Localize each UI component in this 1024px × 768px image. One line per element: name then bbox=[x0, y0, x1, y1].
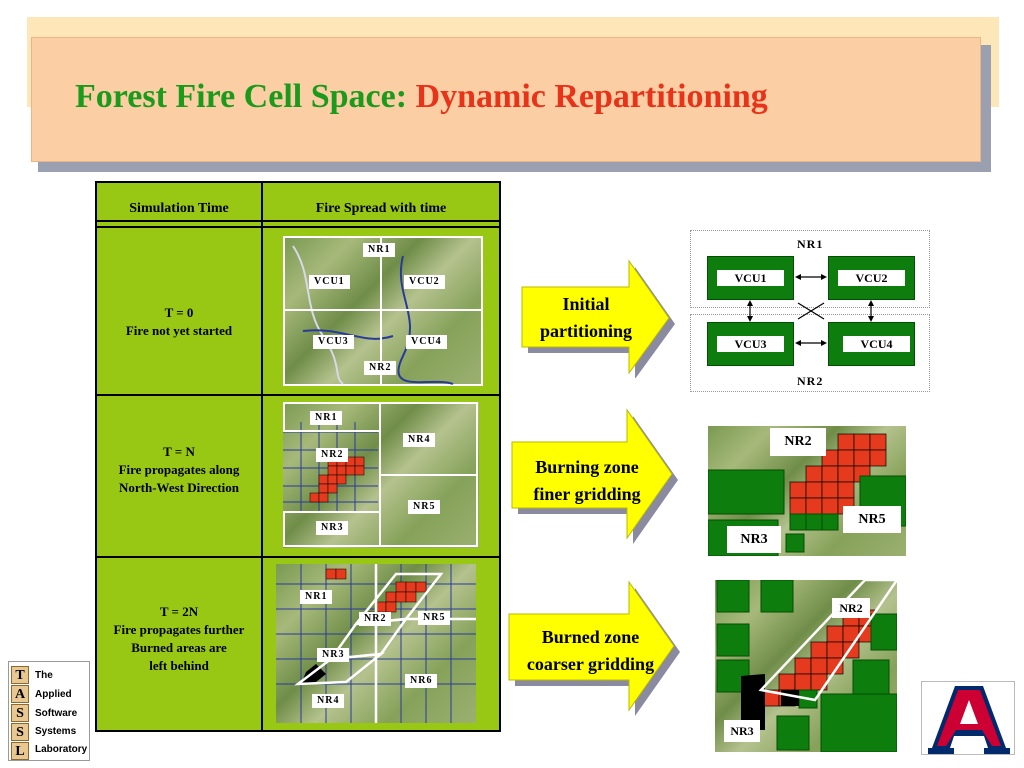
map-t0-label-vcu4: VCU4 bbox=[406, 335, 447, 349]
map-tn-label-nr5: NR5 bbox=[408, 500, 441, 514]
diagram2-fire-grid bbox=[708, 433, 906, 556]
tassl-letter-t: T bbox=[11, 666, 29, 684]
diagram1-region-nr1 bbox=[690, 230, 930, 308]
title-part-2: Dynamic Repartitioning bbox=[415, 78, 768, 115]
row1-line2: Fire not yet started bbox=[125, 323, 233, 338]
map-t2n-label-nr6: NR6 bbox=[405, 674, 438, 688]
row2-time-cell: T = N Fire propagates along North-West D… bbox=[97, 443, 261, 497]
arrow-2-line-2: finer gridding bbox=[533, 484, 641, 504]
university-logo bbox=[921, 681, 1015, 755]
title-banner bbox=[31, 37, 981, 162]
row3-line4: left behind bbox=[149, 658, 209, 673]
arrow-1-line-2: partitioning bbox=[539, 321, 632, 341]
map-t2n-label-nr2: NR2 bbox=[359, 612, 392, 626]
diagram3-label-nr3: NR3 bbox=[724, 720, 760, 742]
tassl-word-systems: Systems bbox=[35, 726, 77, 737]
map-t0-label-vcu3: VCU3 bbox=[313, 335, 354, 349]
diagram1-label-nr1: NR1 bbox=[797, 237, 824, 251]
map-t0-split-v bbox=[380, 236, 382, 386]
diagram1-vcu1-label: VCU1 bbox=[717, 270, 784, 286]
table-header-rule bbox=[95, 220, 501, 222]
diagram1-vcu4-label: VCU4 bbox=[843, 336, 910, 352]
map-tn-label-nr2: NR2 bbox=[316, 448, 349, 462]
diagram1-label-nr2: NR2 bbox=[797, 374, 824, 388]
map-t2n-label-nr5: NR5 bbox=[418, 611, 451, 625]
title-part-1: Forest Fire Cell Space: bbox=[75, 78, 416, 115]
table-row-divider-1 bbox=[95, 394, 501, 396]
table-column-divider bbox=[261, 181, 263, 732]
row2-line3: North-West Direction bbox=[119, 480, 239, 495]
table-header-simulation-time: Simulation Time bbox=[129, 201, 229, 216]
arrow-2-line-1: Burning zone bbox=[535, 457, 639, 477]
diagram1-vcu2-label: VCU2 bbox=[838, 270, 905, 286]
diagram2-label-nr3: NR3 bbox=[727, 526, 781, 553]
tassl-letter-s2: S bbox=[11, 723, 29, 741]
diagram1-region-nr2 bbox=[690, 314, 930, 392]
tassl-word-applied: Applied bbox=[35, 689, 72, 700]
row2-line2: Fire propagates along bbox=[118, 462, 240, 477]
diagram2-label-nr5: NR5 bbox=[843, 506, 901, 533]
arrow-initial-partitioning-label: Initial partitioning bbox=[516, 291, 656, 345]
arrow-1-line-1: Initial bbox=[562, 294, 610, 314]
arrow-burning-zone bbox=[511, 408, 678, 544]
row3-line2: Fire propagates further bbox=[113, 622, 245, 637]
map-t0-label-vcu1: VCU1 bbox=[309, 275, 350, 289]
table-header-fire-spread: Fire Spread with time bbox=[315, 201, 447, 216]
arrow-burned-zone bbox=[508, 580, 680, 716]
table-row-divider-2 bbox=[95, 556, 501, 558]
map-t0-label-nr1: NR1 bbox=[363, 243, 396, 257]
map-t2n-label-nr3: NR3 bbox=[317, 648, 350, 662]
row3-time-cell: T = 2N Fire propagates further Burned ar… bbox=[97, 603, 261, 675]
arrow-initial-partitioning bbox=[521, 259, 675, 378]
tassl-word-laboratory: Laboratory bbox=[35, 744, 88, 755]
diagram3-label-nr2: NR2 bbox=[832, 598, 870, 618]
map-tn-label-nr3: NR3 bbox=[316, 521, 349, 535]
row3-line3: Burned areas are bbox=[131, 640, 227, 655]
row2-line1: T = N bbox=[163, 444, 195, 459]
map-t2n-label-nr4: NR4 bbox=[312, 694, 345, 708]
tassl-word-software: Software bbox=[35, 708, 78, 719]
map-t2n-label-nr1: NR1 bbox=[300, 590, 333, 604]
row1-time-cell: T = 0 Fire not yet started bbox=[97, 304, 261, 340]
arrow-burned-zone-label: Burned zone coarser gridding bbox=[508, 624, 673, 678]
arrow-burning-zone-label: Burning zone finer gridding bbox=[512, 454, 662, 508]
map-t0-label-vcu2: VCU2 bbox=[404, 275, 445, 289]
diagram1-vcu3-label: VCU3 bbox=[717, 336, 784, 352]
tassl-logo: T A S S L The Applied Software Systems L… bbox=[8, 661, 90, 761]
slide-title: Forest Fire Cell Space: Dynamic Repartit… bbox=[75, 78, 768, 116]
table-header-rule-2 bbox=[95, 226, 501, 228]
diagram1-connection-arrows bbox=[747, 274, 874, 346]
tassl-letter-s1: S bbox=[11, 704, 29, 722]
university-a-icon bbox=[928, 686, 1010, 754]
tassl-word-the: The bbox=[35, 670, 53, 681]
tassl-letter-l: L bbox=[11, 742, 29, 760]
map-tn-grid bbox=[283, 402, 478, 547]
map-tn-label-nr1: NR1 bbox=[310, 411, 343, 425]
map-t0-label-nr2: NR2 bbox=[364, 361, 397, 375]
arrow-3-line-2: coarser gridding bbox=[526, 654, 655, 674]
row3-line1: T = 2N bbox=[159, 604, 199, 619]
diagram2-label-nr2: NR2 bbox=[770, 428, 826, 456]
row1-line1: T = 0 bbox=[164, 305, 194, 320]
diagram3-grid bbox=[716, 580, 897, 752]
map-tn-label-nr4: NR4 bbox=[403, 433, 436, 447]
map-t0-split-h bbox=[283, 309, 483, 311]
map-t2n-grid bbox=[276, 564, 476, 723]
arrow-3-line-1: Burned zone bbox=[541, 627, 640, 647]
tassl-letter-a: A bbox=[11, 685, 29, 703]
